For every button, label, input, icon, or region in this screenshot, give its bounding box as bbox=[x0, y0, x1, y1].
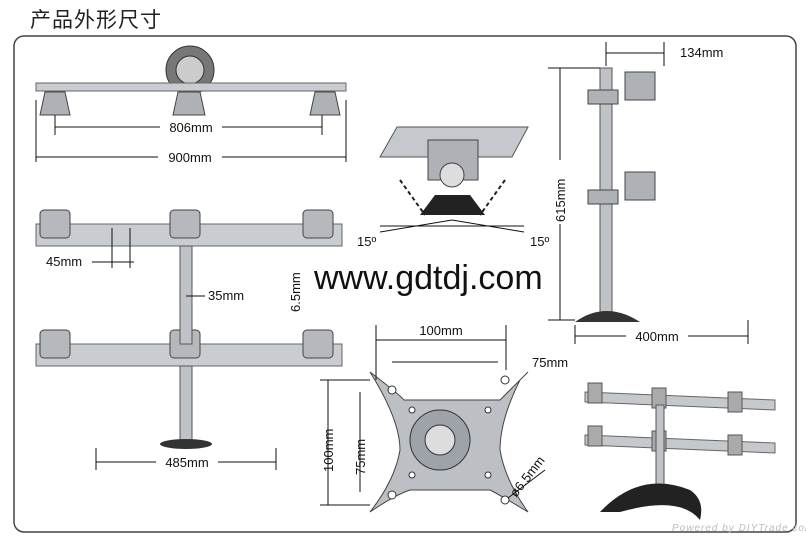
side-view: 134mm 615mm 400mm bbox=[548, 42, 749, 344]
vesa-outer-width-label: 100mm bbox=[419, 323, 462, 338]
base-width-label: 485mm bbox=[165, 455, 208, 470]
top-view: 806mm 900mm bbox=[35, 45, 347, 165]
page-title: 产品外形尺寸 bbox=[30, 8, 162, 32]
pole-diameter-label: 35mm bbox=[208, 288, 244, 303]
tilt-left-label: 15º bbox=[357, 234, 376, 249]
front-view: 45mm 35mm 6.5mm 485mm bbox=[35, 209, 343, 470]
mount-gap-label: 45mm bbox=[46, 254, 82, 269]
arm-length-label: 134mm bbox=[680, 45, 723, 60]
hole-diameter-label: ø6.5mm bbox=[507, 453, 548, 500]
powered-by: Powered by DIYTrade.com bbox=[672, 523, 806, 534]
vesa-inner-height-label: 75mm bbox=[353, 439, 368, 475]
tilt-right-label: 15º bbox=[530, 234, 549, 249]
vesa-plate: 100mm 75mm 100mm 75mm ø6.5mm bbox=[320, 322, 568, 513]
vesa-inner-width-label: 75mm bbox=[532, 355, 568, 370]
height-label: 615mm bbox=[553, 179, 568, 222]
outer-width-label: 900mm bbox=[168, 150, 211, 165]
bar-thickness-label: 6.5mm bbox=[288, 272, 303, 312]
frame bbox=[13, 35, 797, 533]
inner-width-label: 806mm bbox=[169, 120, 212, 135]
product-photo bbox=[584, 382, 776, 520]
watermark: www.gdtdj.com bbox=[313, 259, 543, 297]
base-length-label: 400mm bbox=[635, 329, 678, 344]
vesa-outer-height-label: 100mm bbox=[321, 429, 336, 472]
tilt-view: 15º 15º bbox=[357, 126, 549, 249]
